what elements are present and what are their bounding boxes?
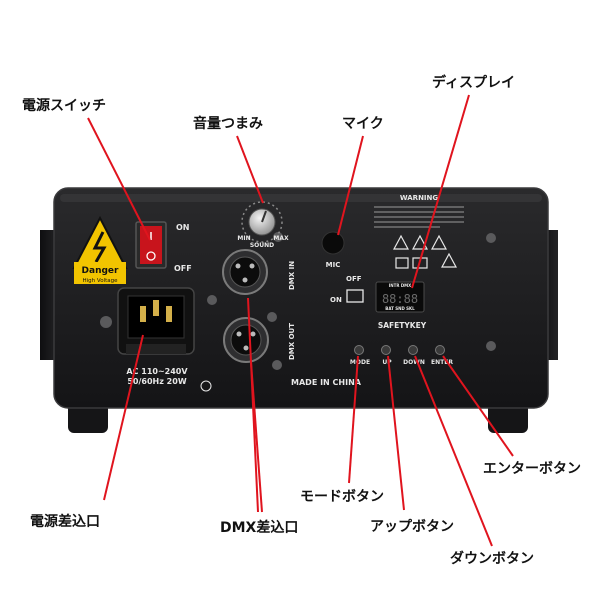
mode-button-label: MODE (350, 359, 370, 366)
display-digits: 88:88 (382, 292, 418, 306)
leader-display (411, 94, 470, 289)
up-button-label: UP (382, 359, 392, 366)
callout-dmx-inlet: DMX差込口 (220, 520, 299, 536)
callout-mode-button: モードボタン (300, 489, 384, 505)
display-top-indicators: INTR DMX (389, 283, 411, 288)
screw (486, 233, 496, 243)
knob-min-label: MIN (237, 235, 250, 242)
knob-max-label: MAX (273, 235, 289, 242)
mic-hole (321, 231, 345, 255)
callout-up-button: アップボタン (370, 519, 454, 535)
screw (272, 360, 282, 370)
danger-high-voltage-sticker: Danger High Voltage (72, 215, 128, 284)
screw (486, 341, 496, 351)
leader-volume-knob (236, 135, 264, 204)
callout-volume-knob: 音量つまみ (193, 116, 263, 132)
mode-button[interactable] (354, 345, 364, 355)
sound-label: SOUND (250, 242, 274, 249)
warning-title: WARNING (400, 194, 439, 202)
up-button[interactable] (381, 345, 391, 355)
screw (267, 312, 277, 322)
mic-label: MIC (326, 261, 341, 269)
high-voltage-text: High Voltage (82, 278, 118, 284)
power-inlet (117, 287, 195, 355)
enter-button-label: ENTER (431, 359, 453, 366)
display-bottom-indicators: BAT SND SKL (385, 306, 415, 311)
leader-down (414, 355, 493, 547)
callout-power-inlet: 電源差込口 (30, 514, 100, 530)
leader-enter (442, 355, 514, 457)
dmx-out-connector (223, 317, 269, 363)
screw (273, 232, 283, 242)
callout-leaders (87, 94, 514, 547)
dmx-in-label: DMX IN (288, 261, 296, 290)
made-in-label: MADE IN CHINA (291, 378, 362, 387)
dmx-in-connector (222, 249, 268, 295)
safety-key-label: SAFETYKEY (378, 321, 427, 330)
ground-symbol (200, 380, 212, 392)
frequency-power-label: 50/60Hz 20W (127, 377, 186, 386)
down-button[interactable] (408, 345, 418, 355)
callout-mic: マイク (342, 116, 384, 132)
leader-power-switch (87, 117, 151, 241)
voltage-label: AC 110~240V (126, 367, 188, 376)
top-edge-highlight (60, 194, 542, 202)
screw (100, 316, 112, 328)
callout-down-button: ダウンボタン (450, 551, 534, 567)
power-switch[interactable] (135, 221, 167, 269)
danger-text: Danger (82, 266, 119, 276)
switch-on-label: ON (176, 223, 190, 232)
dmx-out-label: DMX OUT (288, 323, 296, 360)
safety-key-slot[interactable] (346, 289, 364, 303)
leader-mode (348, 355, 359, 484)
leader-dmx-in (247, 297, 259, 513)
callout-enter-button: エンターボタン (483, 461, 581, 477)
leader-dmx-out (250, 361, 263, 513)
callout-display: ディスプレイ (432, 75, 516, 91)
switch-off-label: OFF (174, 264, 192, 273)
key-on-label: ON (330, 296, 342, 304)
key-off-label: OFF (346, 275, 362, 283)
leader-mic (337, 135, 364, 236)
volume-knob[interactable] (241, 201, 283, 243)
led-display: INTR DMX 88:88 BAT SND SKL (375, 281, 425, 313)
down-button-label: DOWN (403, 359, 425, 366)
callout-power-switch: 電源スイッチ (22, 98, 106, 114)
enter-button[interactable] (435, 345, 445, 355)
leader-power-inlet (103, 334, 144, 501)
leader-up (387, 355, 405, 511)
screw (207, 295, 217, 305)
